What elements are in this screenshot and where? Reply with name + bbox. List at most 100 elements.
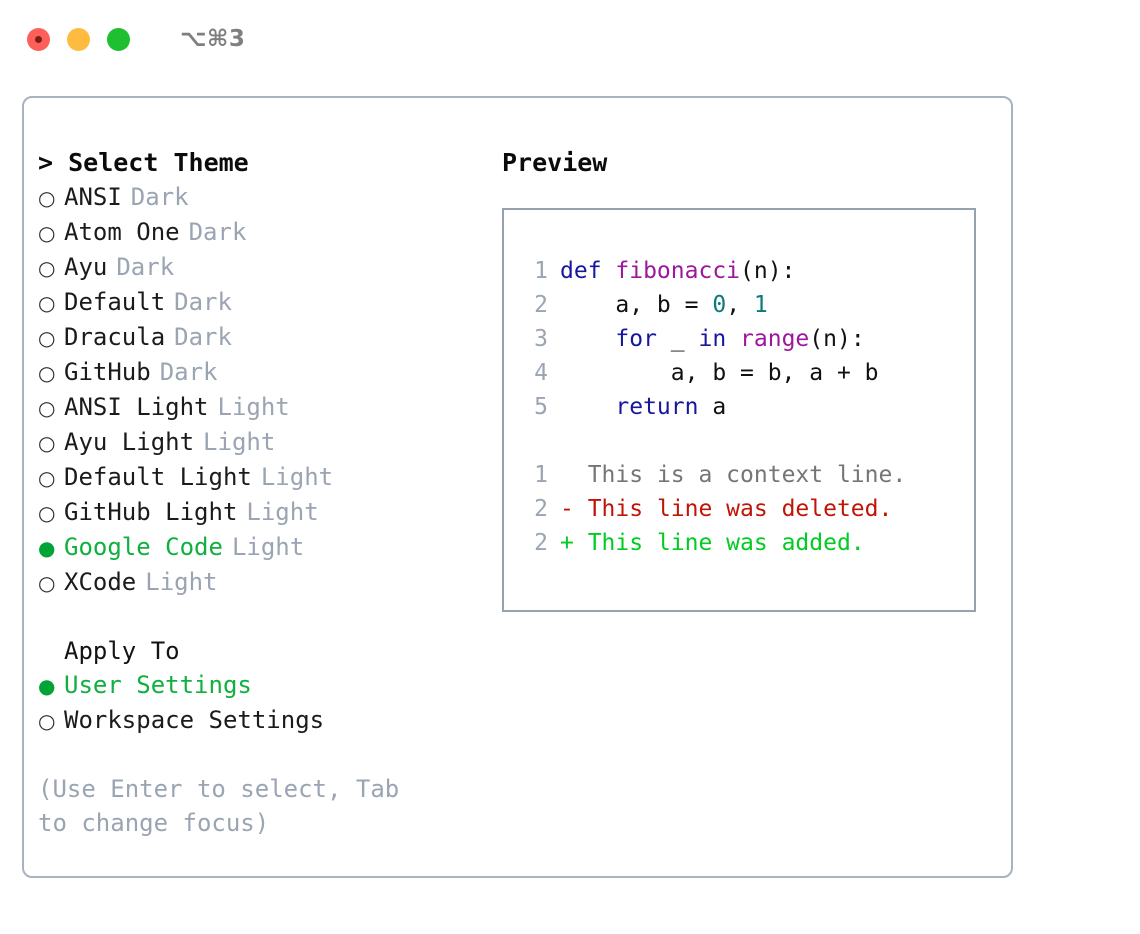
theme-name: ANSI [64,183,122,211]
line-number: 5 [534,394,548,420]
theme-option-google-code[interactable]: ● Google Code Light [38,530,468,565]
line-number: 2 [534,292,548,318]
code-token: def [560,258,616,284]
radio-icon: ○ [38,326,56,350]
line-number: 2 [534,496,548,522]
radio-icon: ○ [38,396,56,420]
diff-marker: + [560,530,588,556]
code-token: a [698,394,727,420]
radio-icon: ○ [38,186,56,210]
select-theme-heading: > Select Theme [38,148,249,177]
radio-icon: ○ [38,361,56,385]
theme-name: Ayu [64,253,108,281]
theme-option-xcode[interactable]: ○ XCode Light [38,565,468,600]
line-number: 1 [534,462,548,488]
apply-to-name: User Settings [64,671,252,699]
theme-name: GitHub [64,358,151,386]
apply-to-option-user-settings[interactable]: ● User Settings [38,668,468,703]
theme-option-ansi-light[interactable]: ○ ANSI Light Light [38,390,468,425]
theme-name: Default [64,288,166,316]
theme-name: Atom One [64,218,180,246]
line-number: 3 [534,326,548,352]
code-token [560,322,615,356]
theme-category: Dark [174,288,232,316]
theme-option-ansi[interactable]: ○ ANSI Dark [38,180,468,215]
theme-category: Light [217,393,290,421]
radio-selected-icon: ● [38,536,56,560]
code-token: (n): [809,326,865,352]
apply-to-heading: Apply To [64,637,180,665]
code-token: return [615,394,699,420]
diff-sample: 1 This is a context line. 2 - This line … [522,458,974,560]
theme-selector-column: > Select Theme ○ ANSI Dark ○ Atom One Da… [38,146,468,840]
radio-icon: ○ [38,221,56,245]
code-line: 5 return a [522,390,974,424]
traffic-light-group [27,27,130,51]
code-token: _ [656,326,699,352]
code-token: a, b = b, a + b [560,360,879,386]
radio-icon: ○ [38,501,56,525]
code-token [560,390,615,424]
window-shortcut-label: ⌥⌘3 [180,26,246,52]
theme-category: Light [260,463,334,491]
window-titlebar: ⌥⌘3 [0,0,1140,78]
radio-icon: ○ [38,709,56,733]
theme-name: Dracula [64,323,166,351]
diff-marker: - [560,496,588,522]
theme-category: Light [145,568,218,596]
theme-option-default-light[interactable]: ○ Default Light Light [38,460,468,495]
theme-option-default[interactable]: ○ Default Dark [38,285,468,320]
minimize-button-icon[interactable] [67,27,90,51]
theme-option-ayu[interactable]: ○ Ayu Dark [38,250,468,285]
diff-text: This line was deleted. [587,496,893,522]
apply-to-name: Workspace Settings [64,706,325,734]
preview-column: Preview 1 def fibonacci (n): 2 a, b = [502,146,992,612]
radio-icon: ○ [38,571,56,595]
radio-icon: ○ [38,431,56,455]
code-token: , [726,292,754,318]
diff-marker [560,458,588,492]
theme-category: Dark [174,323,232,351]
close-button-icon[interactable] [27,27,50,51]
code-spacer [522,424,974,458]
theme-option-github-light[interactable]: ○ GitHub Light Light [38,495,468,530]
theme-option-dracula[interactable]: ○ Dracula Dark [38,320,468,355]
diff-line-context: 1 This is a context line. [522,458,974,492]
theme-name: GitHub Light [64,498,238,526]
section-spacer [38,600,468,634]
theme-option-github[interactable]: ○ GitHub Dark [38,355,468,390]
theme-category: Dark [159,358,218,386]
theme-name: Default Light [64,463,252,491]
diff-line-deleted: 2 - This line was deleted. [522,492,974,526]
theme-option-list: ○ ANSI Dark ○ Atom One Dark ○ Ayu Dark [38,180,468,600]
theme-name: XCode [64,568,137,596]
code-line: 1 def fibonacci (n): [522,254,974,288]
theme-option-atom-one[interactable]: ○ Atom One Dark [38,215,468,250]
code-token: range [740,326,810,352]
apply-to-option-workspace-settings[interactable]: ○ Workspace Settings [38,703,468,738]
code-token: fibonacci [615,258,741,284]
zoom-button-icon[interactable] [107,27,130,51]
preview-heading: Preview [502,148,608,177]
code-line: 2 a, b = 0 , 1 [522,288,974,322]
code-line: 4 a, b = b, a + b [522,356,974,390]
radio-icon: ○ [38,291,56,315]
line-number: 2 [534,530,548,556]
code-token: (n): [740,258,796,284]
theme-category: Light [203,428,276,456]
line-number: 1 [534,258,548,284]
preview-box: 1 def fibonacci (n): 2 a, b = 0 , 1 [502,208,976,612]
code-sample: 1 def fibonacci (n): 2 a, b = 0 , 1 [522,254,974,424]
theme-category: Light [231,533,305,561]
theme-name: Google Code [64,533,223,561]
radio-icon: ○ [38,256,56,280]
main-panel: > Select Theme ○ ANSI Dark ○ Atom One Da… [22,96,1013,878]
code-token [726,322,740,356]
code-token: 0 [712,292,727,318]
radio-icon: ○ [38,466,56,490]
theme-option-ayu-light[interactable]: ○ Ayu Light Light [38,425,468,460]
code-line: 3 for _ in range (n): [522,322,974,356]
diff-text: This is a context line. [587,462,907,488]
apply-to-option-list: ● User Settings ○ Workspace Settings [38,668,468,738]
